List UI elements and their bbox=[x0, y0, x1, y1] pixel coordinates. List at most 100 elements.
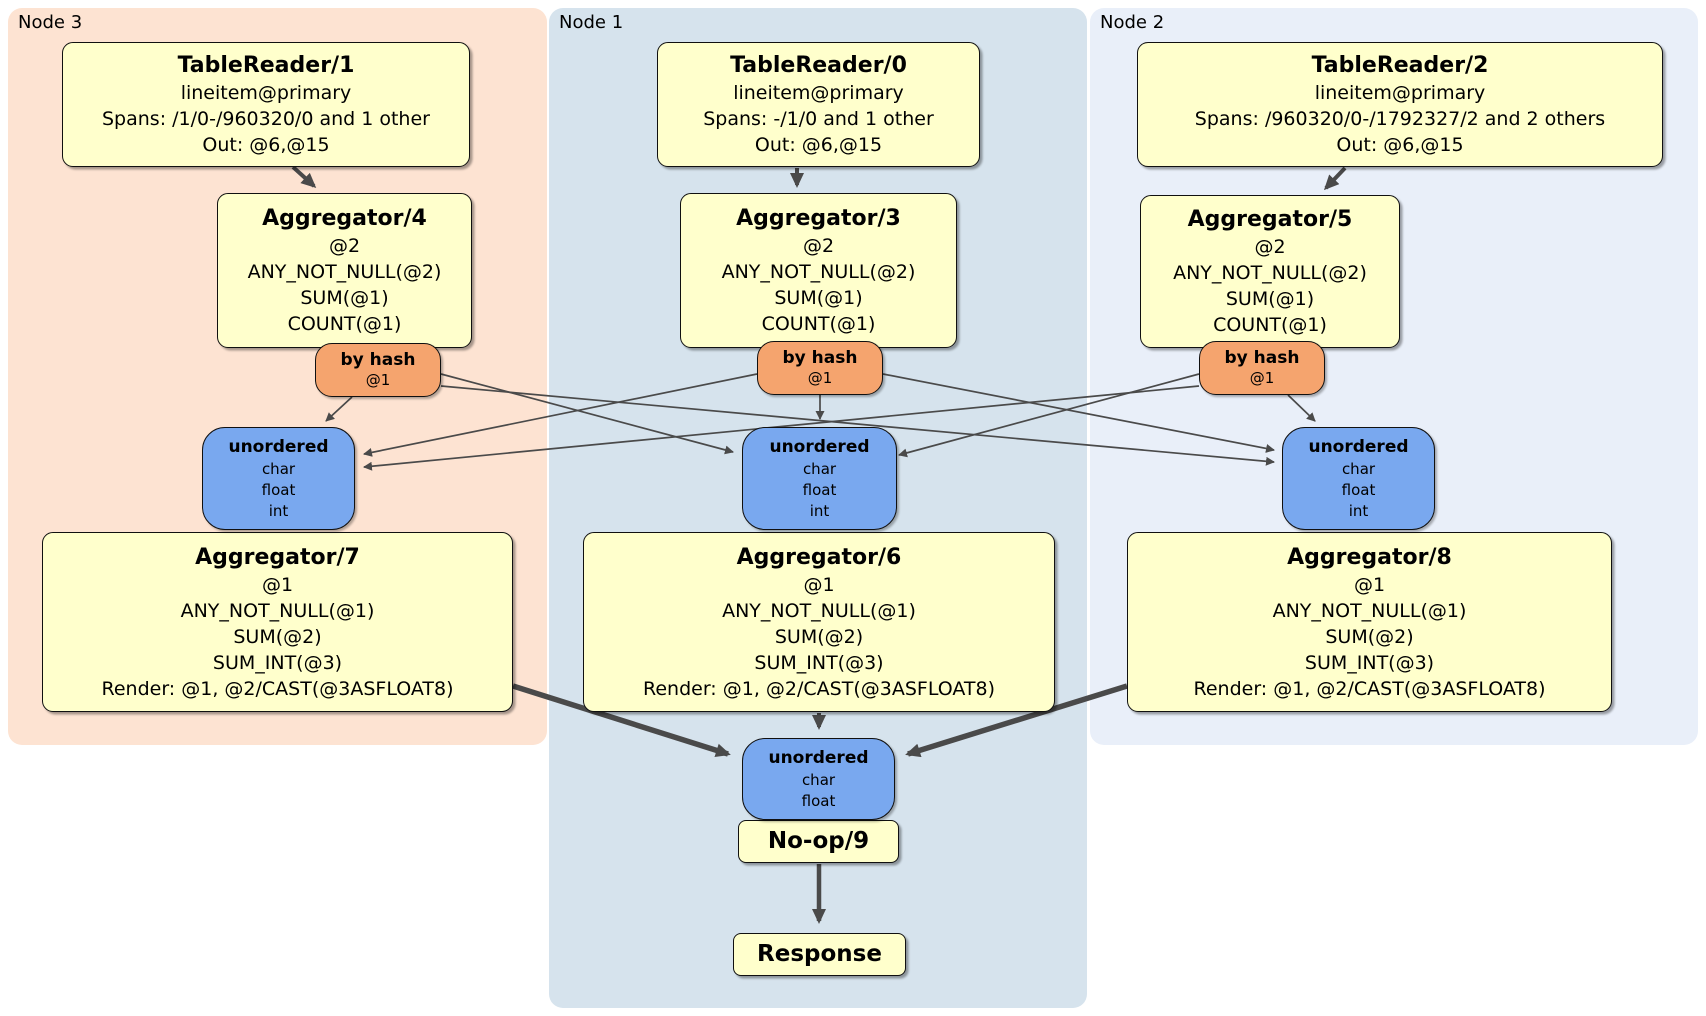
sync-type: float bbox=[1341, 480, 1376, 499]
sync-type: float bbox=[801, 791, 836, 810]
edge-byhash1-unordered3 bbox=[363, 373, 758, 457]
edge-byhash2-unordered3 bbox=[363, 385, 1200, 471]
processor-detail: @1 bbox=[261, 573, 294, 596]
processor-detail: ANY_NOT_NULL(@1) bbox=[722, 599, 916, 622]
processor-detail: Out: @6,@15 bbox=[1336, 134, 1464, 156]
processor-title: Response bbox=[757, 941, 882, 967]
edge-byhash2-unordered2 bbox=[1287, 394, 1316, 422]
router-title: by hash bbox=[782, 348, 858, 368]
sync-type: char bbox=[801, 770, 836, 789]
processor-tablereader-2: TableReader/2 lineitem@primary Spans: /9… bbox=[1137, 42, 1663, 167]
sync-type: int bbox=[268, 501, 289, 520]
processor-title: Aggregator/8 bbox=[1287, 544, 1452, 570]
processor-detail: ANY_NOT_NULL(@1) bbox=[180, 599, 375, 622]
sync-title: unordered bbox=[228, 436, 329, 457]
router-by-hash-node2: by hash @1 bbox=[1199, 341, 1325, 395]
sync-type: char bbox=[802, 459, 837, 478]
processor-title: TableReader/0 bbox=[730, 53, 907, 78]
processor-aggregator-8: Aggregator/8 @1 ANY_NOT_NULL(@1) SUM(@2)… bbox=[1127, 532, 1612, 712]
processor-detail: lineitem@primary bbox=[180, 82, 352, 104]
processor-title: No-op/9 bbox=[767, 828, 870, 854]
processor-detail: COUNT(@1) bbox=[1213, 314, 1327, 336]
processor-aggregator-5: Aggregator/5 @2 ANY_NOT_NULL(@2) SUM(@1)… bbox=[1140, 195, 1400, 348]
processor-title: Aggregator/3 bbox=[736, 206, 901, 231]
sync-type: char bbox=[261, 459, 296, 478]
processor-detail: @2 bbox=[1254, 236, 1286, 258]
sync-unordered-node2: unordered char float int bbox=[1282, 427, 1435, 530]
node1-region-label: Node 1 bbox=[559, 12, 624, 33]
sync-title: unordered bbox=[768, 747, 869, 768]
processor-detail: SUM(@2) bbox=[1325, 625, 1414, 648]
processor-detail: COUNT(@1) bbox=[287, 313, 402, 335]
processor-detail: SUM(@2) bbox=[233, 625, 322, 648]
processor-detail: @2 bbox=[328, 235, 361, 257]
processor-tablereader-0: TableReader/0 lineitem@primary Spans: -/… bbox=[657, 42, 980, 167]
edge-byhash1-unordered2 bbox=[882, 373, 1275, 453]
router-by-hash-node3: by hash @1 bbox=[315, 343, 441, 397]
processor-detail: @2 bbox=[802, 235, 835, 257]
processor-detail: @1 bbox=[1353, 573, 1386, 596]
processor-detail: ANY_NOT_NULL(@2) bbox=[1173, 262, 1367, 284]
response-box: Response bbox=[733, 933, 906, 976]
processor-title: TableReader/1 bbox=[177, 53, 355, 78]
edge-byhash3-unordered1 bbox=[440, 373, 734, 455]
node2-region-label: Node 2 bbox=[1100, 12, 1165, 33]
processor-detail: ANY_NOT_NULL(@2) bbox=[247, 261, 442, 283]
processor-aggregator-3: Aggregator/3 @2 ANY_NOT_NULL(@2) SUM(@1)… bbox=[680, 193, 957, 348]
processor-detail: SUM(@2) bbox=[774, 625, 864, 648]
edge-tablereader2-aggregator5 bbox=[1323, 166, 1347, 191]
router-by-hash-node1: by hash @1 bbox=[757, 341, 883, 395]
processor-detail: lineitem@primary bbox=[733, 82, 904, 104]
processor-tablereader-1: TableReader/1 lineitem@primary Spans: /1… bbox=[62, 42, 470, 167]
processor-detail: Render: @1, @2/CAST(@3ASFLOAT8) bbox=[1193, 677, 1546, 700]
processor-aggregator-4: Aggregator/4 @2 ANY_NOT_NULL(@2) SUM(@1)… bbox=[217, 193, 472, 348]
sync-title: unordered bbox=[1308, 436, 1409, 457]
processor-detail: SUM_INT(@3) bbox=[212, 651, 343, 674]
processor-detail: ANY_NOT_NULL(@1) bbox=[1272, 599, 1467, 622]
processor-detail: ANY_NOT_NULL(@2) bbox=[721, 261, 916, 283]
router-title: by hash bbox=[1224, 348, 1300, 368]
processor-title: Aggregator/4 bbox=[262, 206, 427, 231]
processor-aggregator-7: Aggregator/7 @1 ANY_NOT_NULL(@1) SUM(@2)… bbox=[42, 532, 513, 712]
node3-region-label: Node 3 bbox=[18, 12, 83, 33]
processor-detail: SUM(@1) bbox=[300, 287, 389, 309]
router-detail: @1 bbox=[807, 369, 833, 387]
edge-byhash2-unordered1 bbox=[898, 373, 1200, 458]
processor-aggregator-6: Aggregator/6 @1 ANY_NOT_NULL(@1) SUM(@2)… bbox=[583, 532, 1055, 712]
edge-aggregator8-final-sync bbox=[905, 683, 1128, 758]
sync-type: char bbox=[1341, 459, 1376, 478]
sync-type: int bbox=[1348, 501, 1369, 520]
processor-detail: SUM_INT(@3) bbox=[1304, 651, 1435, 674]
processor-detail: Render: @1, @2/CAST(@3ASFLOAT8) bbox=[643, 677, 995, 700]
processor-detail: Spans: /1/0-/960320/0 and 1 other bbox=[102, 108, 430, 130]
sync-title: unordered bbox=[769, 436, 870, 457]
edge-aggregator7-final-sync bbox=[512, 683, 731, 758]
processor-noop-9: No-op/9 bbox=[738, 820, 899, 863]
sync-unordered-node1: unordered char float int bbox=[742, 427, 897, 530]
processor-detail: lineitem@primary bbox=[1314, 82, 1486, 104]
edge-byhash3-unordered3 bbox=[325, 396, 353, 422]
processor-detail: SUM_INT(@3) bbox=[754, 651, 884, 674]
sync-unordered-final: unordered char float bbox=[742, 738, 895, 820]
processor-detail: Render: @1, @2/CAST(@3ASFLOAT8) bbox=[101, 677, 454, 700]
edge-byhash3-unordered2 bbox=[440, 385, 1275, 466]
processor-title: Aggregator/5 bbox=[1187, 207, 1353, 232]
sync-type: float bbox=[261, 480, 296, 499]
processor-detail: Spans: -/1/0 and 1 other bbox=[703, 108, 934, 130]
processor-title: Aggregator/6 bbox=[736, 544, 902, 570]
processor-title: TableReader/2 bbox=[1311, 53, 1489, 78]
sync-type: int bbox=[809, 501, 830, 520]
processor-detail: Spans: /960320/0-/1792327/2 and 2 others bbox=[1194, 108, 1606, 130]
processor-detail: Out: @6,@15 bbox=[754, 134, 883, 156]
processor-detail: Out: @6,@15 bbox=[202, 134, 330, 156]
router-title: by hash bbox=[340, 350, 416, 370]
processor-title: Aggregator/7 bbox=[195, 544, 360, 570]
router-detail: @1 bbox=[365, 371, 391, 389]
sync-unordered-node3: unordered char float int bbox=[202, 427, 355, 530]
processor-detail: SUM(@1) bbox=[774, 287, 863, 309]
processor-detail: SUM(@1) bbox=[1225, 288, 1315, 310]
processor-detail: @1 bbox=[803, 573, 835, 596]
edge-tablereader1-aggregator4 bbox=[291, 165, 317, 189]
